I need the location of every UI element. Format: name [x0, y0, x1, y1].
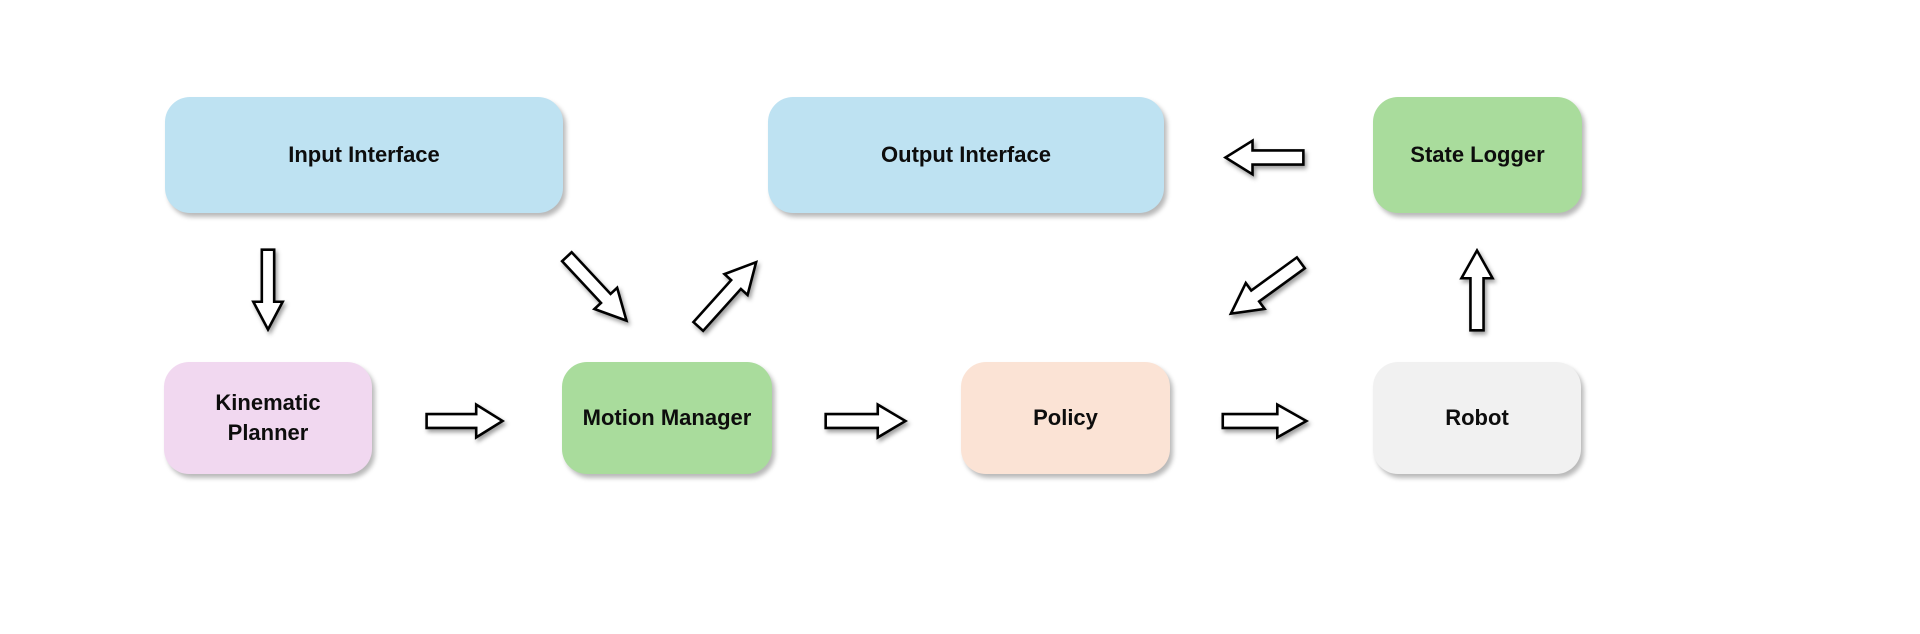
node-state-logger: State Logger [1373, 97, 1582, 213]
node-motion-manager: Motion Manager [562, 362, 772, 474]
node-policy-label: Policy [1033, 405, 1098, 430]
arrow-right-icon [1221, 402, 1309, 440]
arrow-down-left-icon [1220, 270, 1311, 307]
node-output-interface: Output Interface [768, 97, 1164, 213]
node-robot-label: Robot [1445, 405, 1509, 430]
arrow-down-right-icon [551, 271, 643, 307]
arrow-right-icon [425, 402, 505, 440]
arrow-right-icon [824, 402, 908, 440]
node-robot: Robot [1373, 362, 1581, 474]
node-input-interface-label: Input Interface [288, 142, 440, 167]
arrow-up-right-icon [682, 276, 773, 312]
node-motion-manager-label: Motion Manager [582, 405, 752, 430]
arrow-left-icon [1223, 138, 1305, 177]
node-output-interface-label: Output Interface [881, 142, 1051, 167]
node-policy: Policy [961, 362, 1170, 474]
node-kinematic-planner-label: Kinematic Planner [215, 390, 321, 445]
arrow-up-icon [1435, 272, 1519, 308]
node-kinematic-planner: Kinematic Planner [164, 362, 372, 474]
node-state-logger-label: State Logger [1410, 142, 1545, 167]
node-input-interface: Input Interface [165, 97, 563, 213]
arrow-down-icon [226, 273, 310, 307]
